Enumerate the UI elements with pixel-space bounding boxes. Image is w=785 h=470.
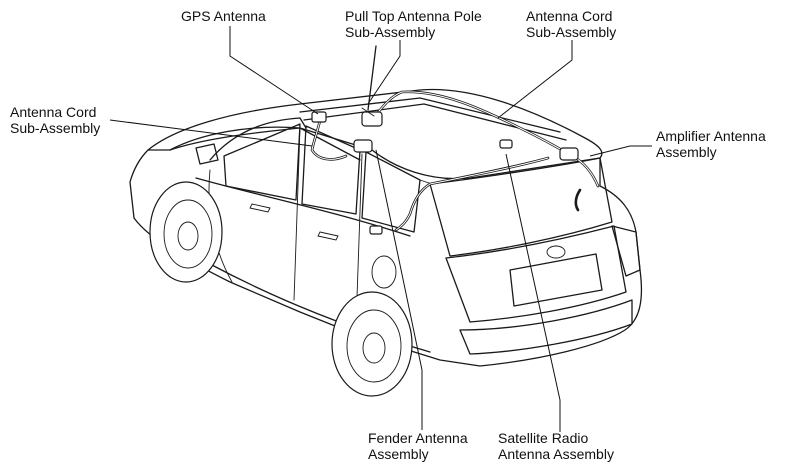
label-amplifier-line1: Amplifier Antenna [656, 128, 766, 144]
leader-lines [109, 26, 652, 432]
label-fender-antenna: Fender Antenna Assembly [368, 430, 468, 462]
label-amplifier-antenna: Amplifier Antenna Assembly [656, 128, 766, 160]
rear-wheel [331, 291, 413, 397]
label-gps-antenna: GPS Antenna [181, 8, 266, 24]
label-satellite-line1: Satellite Radio [498, 430, 589, 446]
label-antenna-cord-top-line1: Antenna Cord [526, 8, 613, 24]
label-satellite-radio-antenna: Satellite Radio Antenna Assembly [498, 430, 614, 462]
label-pull-top-antenna-pole: Pull Top Antenna Pole Sub-Assembly [345, 8, 482, 40]
label-antenna-cord-left-line1: Antenna Cord [10, 104, 97, 120]
label-fender-line1: Fender Antenna [368, 430, 468, 446]
label-fender-line2: Assembly [368, 446, 429, 462]
label-satellite-line2: Antenna Assembly [498, 446, 614, 462]
label-gps-antenna-line1: GPS Antenna [181, 8, 266, 24]
antenna-wiring [310, 45, 600, 235]
label-antenna-cord-top-line2: Sub-Assembly [526, 24, 617, 40]
label-amplifier-line2: Assembly [656, 144, 717, 160]
label-antenna-cord-left-line2: Sub-Assembly [10, 120, 101, 136]
label-pull-top-line2: Sub-Assembly [345, 24, 436, 40]
label-antenna-cord-left: Antenna Cord Sub-Assembly [10, 104, 100, 136]
label-pull-top-line1: Pull Top Antenna Pole [345, 8, 482, 24]
front-wheel [149, 181, 223, 283]
label-antenna-cord-top: Antenna Cord Sub-Assembly [526, 8, 616, 40]
